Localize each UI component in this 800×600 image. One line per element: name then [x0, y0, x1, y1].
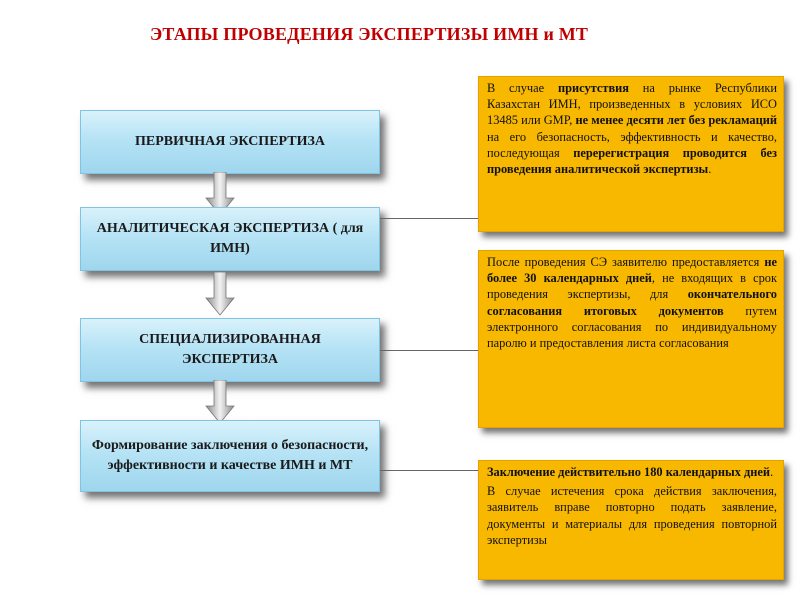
- note-bold-text: Заключение действительно 180 календарных…: [487, 465, 771, 479]
- note-conclusion-validity: Заключение действительно 180 календарных…: [478, 460, 784, 580]
- note-text: на рынке Республики Казахстан ИМН, произ…: [487, 81, 777, 128]
- note-approval-period: После проведения СЭ заявителю предоставл…: [478, 250, 784, 428]
- stage-conclusion-formation: Формирование заключения о безопасности, …: [80, 420, 380, 492]
- note-reregistration: В случае присутствия на рынке Республики…: [478, 76, 784, 232]
- note-text: , не входящих в срок проведения эксперти…: [487, 271, 777, 302]
- note-paragraph: Заключение действительно 180 календарных…: [487, 464, 777, 480]
- note-text: .: [708, 162, 712, 177]
- note-text: на его безопасность, эффективность и кач…: [487, 129, 777, 160]
- note-bold-text: не менее десяти лет без рекламаций: [575, 113, 777, 128]
- note-bold-text: не более 30 календарных дней: [487, 255, 777, 286]
- connector-line-2: [380, 350, 478, 351]
- note-text: путем электронного согласования по индив…: [487, 303, 777, 351]
- note-paragraph: В случае присутствия на рынке Республики…: [487, 80, 777, 177]
- stage-analytical-expertise: АНАЛИТИЧЕСКАЯ ЭКСПЕРТИЗА ( для ИМН): [80, 207, 380, 271]
- down-arrow-3: [205, 380, 235, 424]
- note-text: .: [770, 465, 774, 479]
- connector-line-3: [380, 470, 478, 471]
- note-text: После проведения СЭ заявителю предоставл…: [487, 255, 765, 269]
- note-bold-text: перерегистрация проводится без проведени…: [487, 145, 777, 177]
- down-arrow-2: [205, 272, 235, 316]
- note-paragraph: После проведения СЭ заявителю предоставл…: [487, 254, 777, 351]
- down-arrow-1: [205, 172, 235, 216]
- stage-specialized-expertise: СПЕЦИАЛИЗИРОВАННАЯ ЭКСПЕРТИЗА: [80, 318, 380, 382]
- stage-primary-expertise: ПЕРВИЧНАЯ ЭКСПЕРТИЗА: [80, 110, 380, 174]
- note-text: В случае: [487, 81, 558, 95]
- note-bold-text: окончательного согласования итоговых док…: [487, 287, 777, 318]
- diagram-title: ЭТАПЫ ПРОВЕДЕНИЯ ЭКСПЕРТИЗЫ ИМН и МТ: [150, 24, 589, 44]
- note-text: В случае истечения срока действия заключ…: [487, 484, 777, 547]
- note-bold-text: присутствия: [557, 81, 629, 95]
- note-paragraph: В случае истечения срока действия заключ…: [487, 483, 777, 548]
- connector-line-1: [380, 218, 478, 219]
